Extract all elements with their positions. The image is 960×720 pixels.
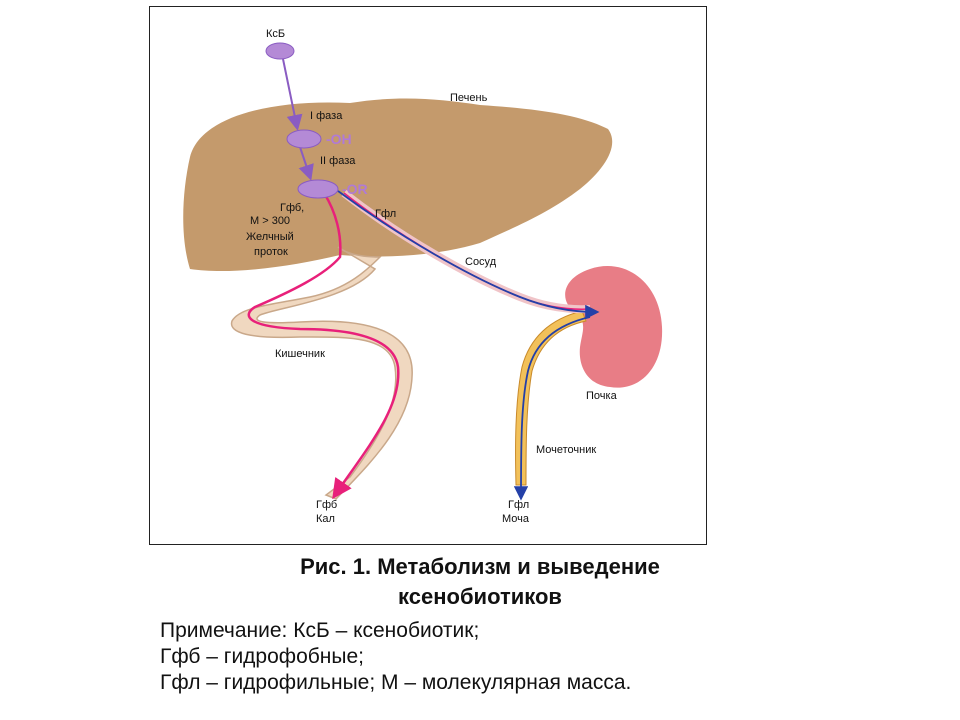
- hydrophobic-label: Гфб,: [280, 202, 304, 214]
- liver-label: Печень: [450, 92, 488, 104]
- ureter-shape: [515, 310, 587, 486]
- feces-output-label-line2: Кал: [316, 513, 335, 525]
- caption-title-line2: ксенобиотиков: [398, 584, 562, 609]
- hydrophilic-arrow-to-urine: [513, 316, 591, 501]
- bile-duct-label-line1: Желчный: [246, 231, 294, 243]
- xenobiotic-molecule: [265, 42, 295, 60]
- or-group-label: -OR: [342, 181, 368, 197]
- phase1-label: I фаза: [310, 110, 343, 122]
- liver-shape: [183, 98, 613, 272]
- figure-caption-title: Рис. 1. Метаболизм и выведение ксенобиот…: [0, 552, 960, 612]
- vessel-label: Сосуд: [465, 256, 497, 268]
- oh-group-label: -OH: [326, 131, 352, 147]
- xenobiotic-label: КсБ: [266, 28, 285, 40]
- arrow-to-phase2: [298, 146, 314, 181]
- molecular-mass-label: M > 300: [250, 215, 290, 227]
- ureter-label: Мочеточник: [536, 444, 596, 456]
- kidney-shape: [565, 266, 663, 388]
- note-line1: Примечание: КсБ – ксенобиотик;: [160, 619, 480, 642]
- phase2-label: II фаза: [320, 155, 356, 167]
- kidney-label: Почка: [586, 390, 618, 402]
- note-line2: Гфб – гидрофобные;: [160, 645, 364, 668]
- arrow-to-phase1: [282, 58, 303, 131]
- metabolism-diagram: КсБ Печень I фаза -OH II фаза -OR Гфл Гф…: [183, 28, 663, 525]
- intestine-label: Кишечник: [275, 348, 325, 360]
- caption-title-line1: Рис. 1. Метаболизм и выведение: [300, 554, 660, 579]
- phase1-molecule: [286, 129, 322, 149]
- hydrophobic-path: [247, 192, 400, 500]
- figure-note: Примечание: КсБ – ксенобиотик; Гфб – гид…: [160, 618, 631, 696]
- figure-frame: КсБ Печень I фаза -OH II фаза -OR Гфл Гф…: [149, 6, 707, 545]
- feces-output-label-line1: Гфб: [316, 499, 337, 511]
- urine-output-label-line2: Моча: [502, 513, 530, 525]
- hydrophilic-arrow-to-kidney: [337, 190, 600, 320]
- note-line3: Гфл – гидрофильные; М – молекулярная мас…: [160, 671, 632, 694]
- intestine-shape: [230, 246, 413, 500]
- phase2-molecule: [297, 179, 339, 199]
- hydrophilic-label: Гфл: [375, 208, 396, 220]
- bile-duct-label-line2: проток: [254, 246, 288, 258]
- urine-output-label-line1: Гфл: [508, 499, 529, 511]
